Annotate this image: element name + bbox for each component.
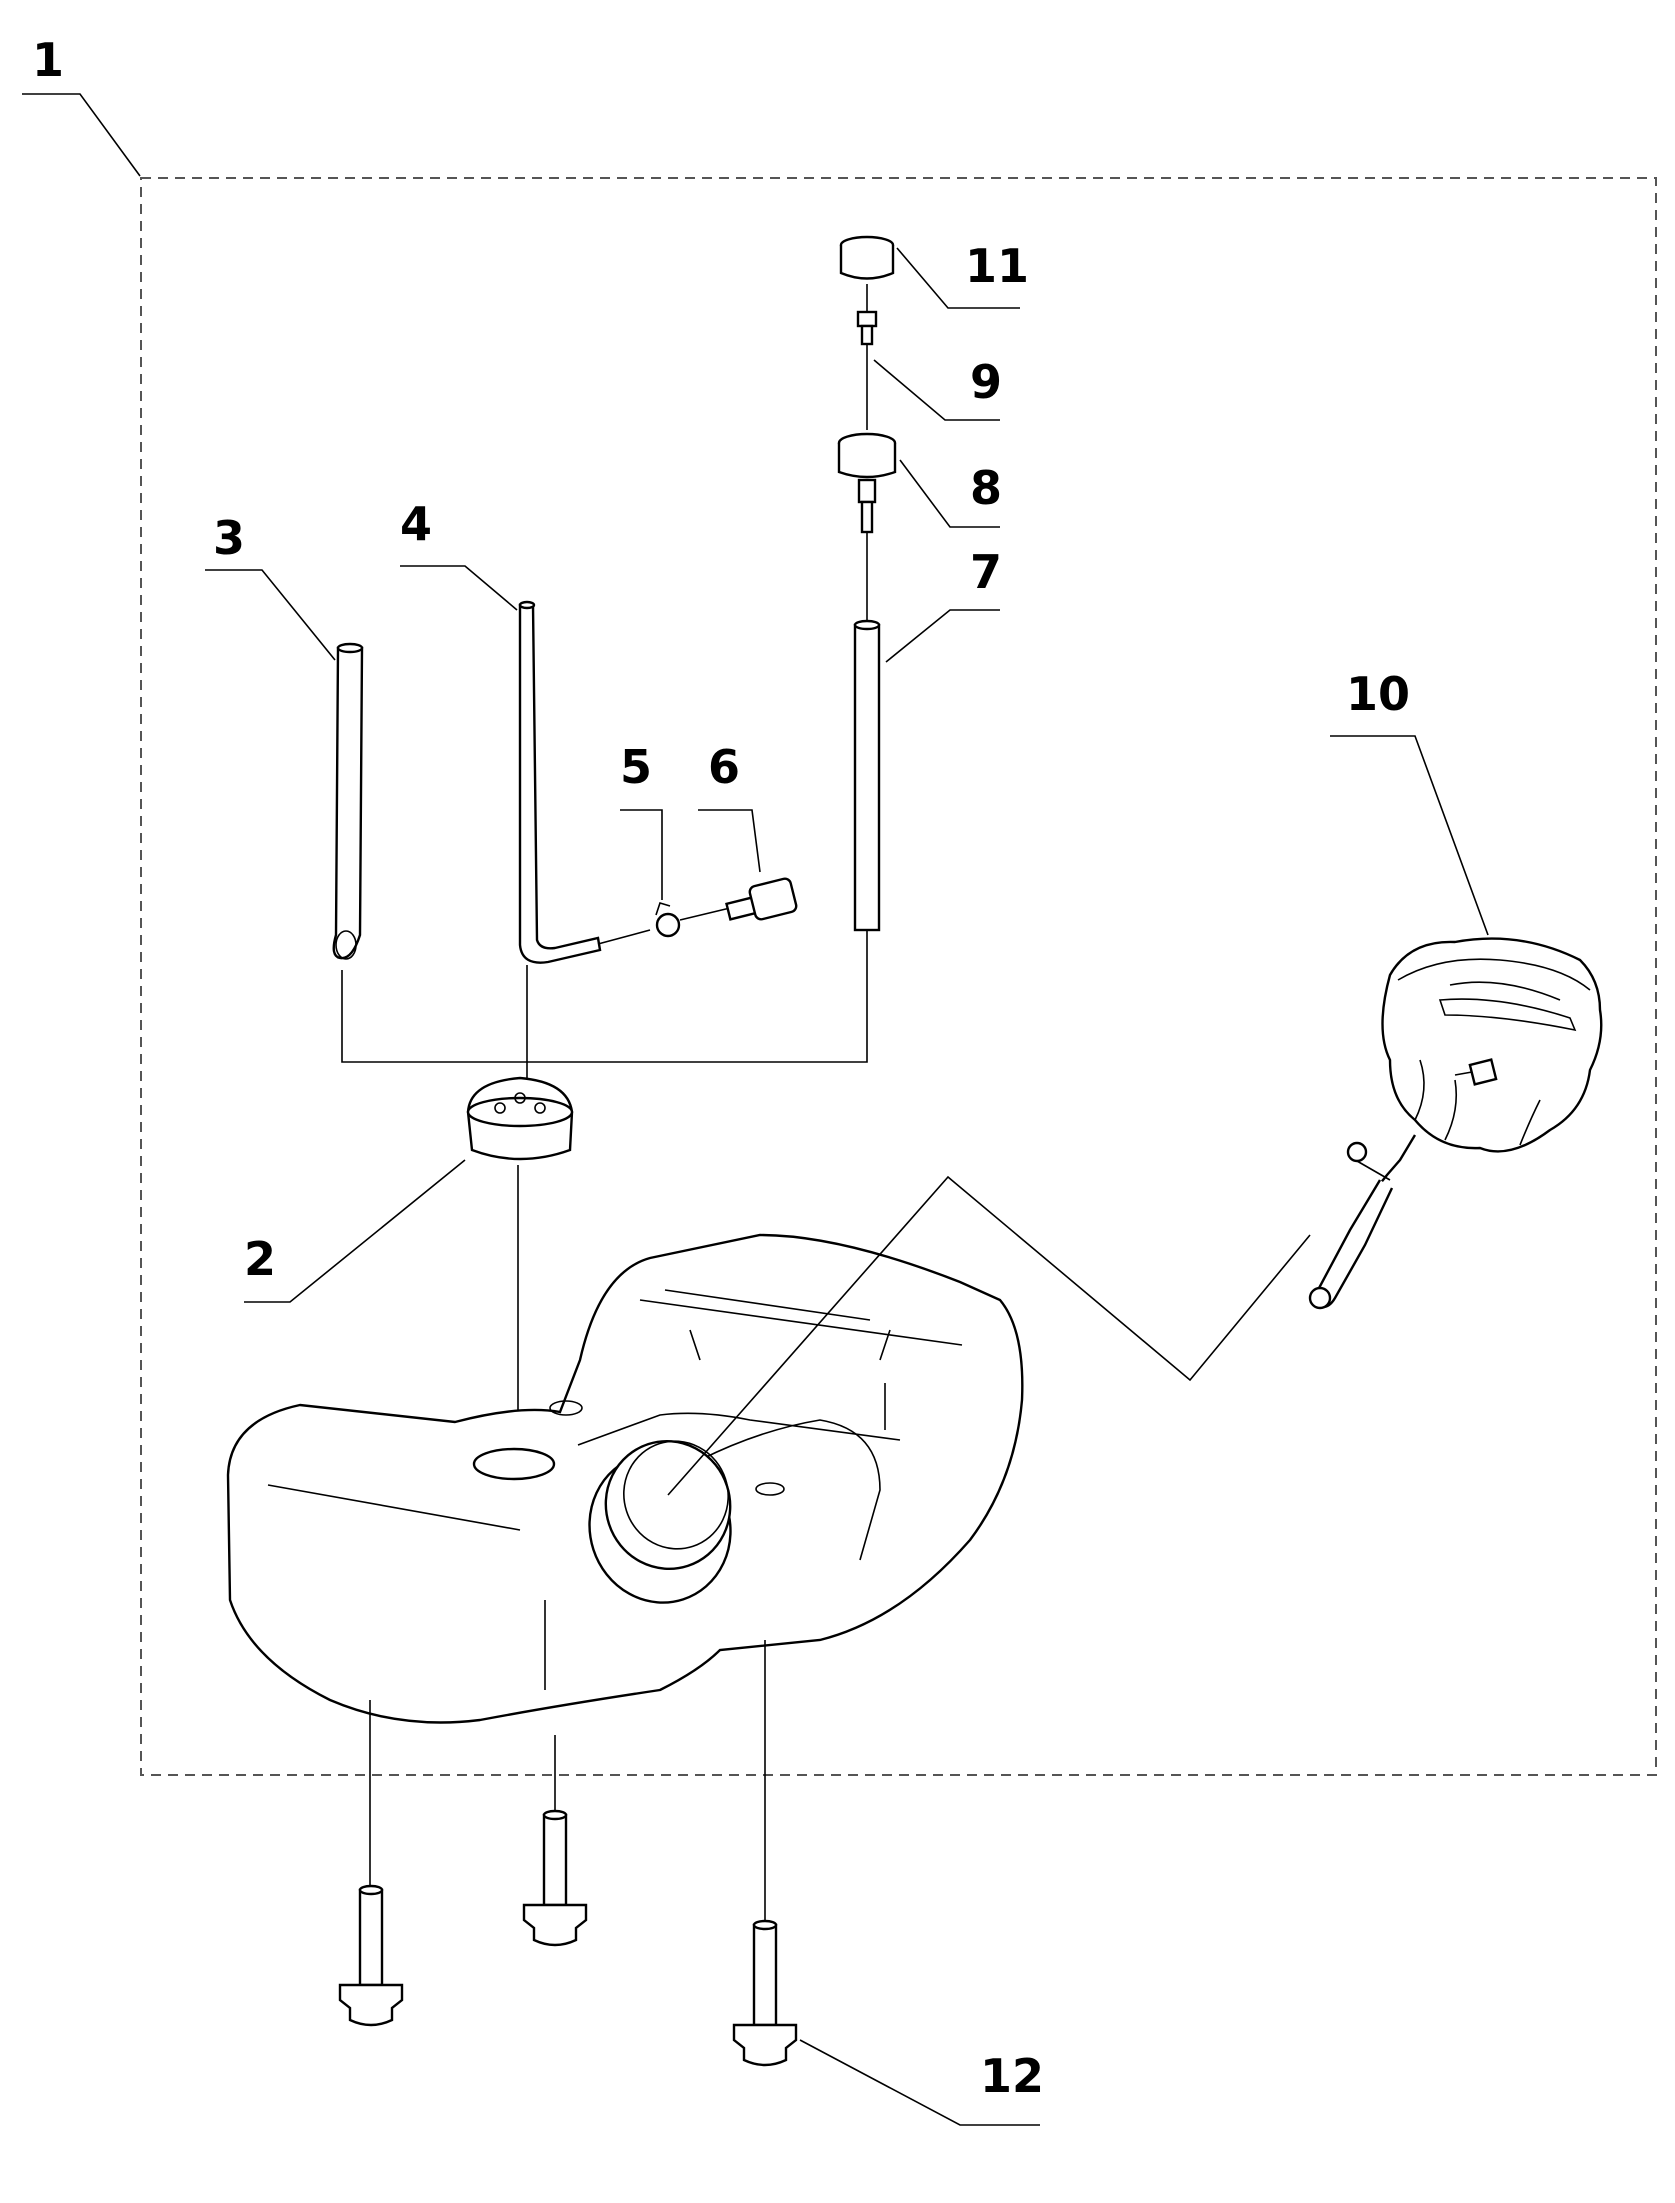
svg-text:6: 6 [708, 740, 740, 794]
part-7-hose [527, 619, 881, 1063]
part-8-filter [837, 432, 897, 620]
svg-text:10: 10 [1346, 667, 1410, 721]
part-9-valve [856, 310, 878, 430]
svg-text:5: 5 [620, 740, 652, 794]
part-5-clip [655, 902, 731, 938]
svg-text:1: 1 [32, 33, 64, 87]
part-2-grommet [466, 1076, 574, 1440]
callout-7: 7 [885, 545, 1002, 663]
part-12-bolt-left [338, 1700, 404, 2027]
svg-text:8: 8 [970, 461, 1002, 515]
part-6-filter-weight [725, 877, 798, 921]
part-4-bent-tube [518, 600, 651, 1100]
svg-text:12: 12 [980, 2049, 1044, 2103]
callout-10: 10 [1330, 667, 1489, 936]
svg-text:4: 4 [400, 497, 432, 551]
callout-4: 4 [400, 497, 518, 611]
callout-5: 5 [620, 740, 663, 900]
svg-text:7: 7 [970, 545, 1002, 599]
svg-text:9: 9 [970, 355, 1002, 409]
callout-8: 8 [899, 459, 1002, 528]
part-12-bolt-right [732, 1640, 798, 2067]
part-11-cap [839, 235, 895, 312]
part-10-fuel-cap [1308, 937, 1603, 1310]
callout-11: 11 [896, 239, 1029, 309]
cap-link-line [667, 1175, 1311, 1496]
svg-text:11: 11 [965, 239, 1029, 293]
fuel-tank-body [226, 1233, 1024, 1724]
part-3-tube [332, 642, 527, 1063]
callout-6: 6 [698, 740, 761, 873]
assembly-boundary [140, 177, 1657, 1776]
svg-text:2: 2 [244, 1232, 276, 1286]
callout-2: 2 [244, 1159, 466, 1303]
callout-1: 1 [22, 33, 141, 177]
svg-text:3: 3 [213, 511, 245, 565]
callout-9: 9 [873, 355, 1002, 421]
callout-3: 3 [205, 511, 336, 661]
callout-12: 12 [799, 2039, 1044, 2126]
part-12-bolt-middle [522, 1735, 588, 1947]
